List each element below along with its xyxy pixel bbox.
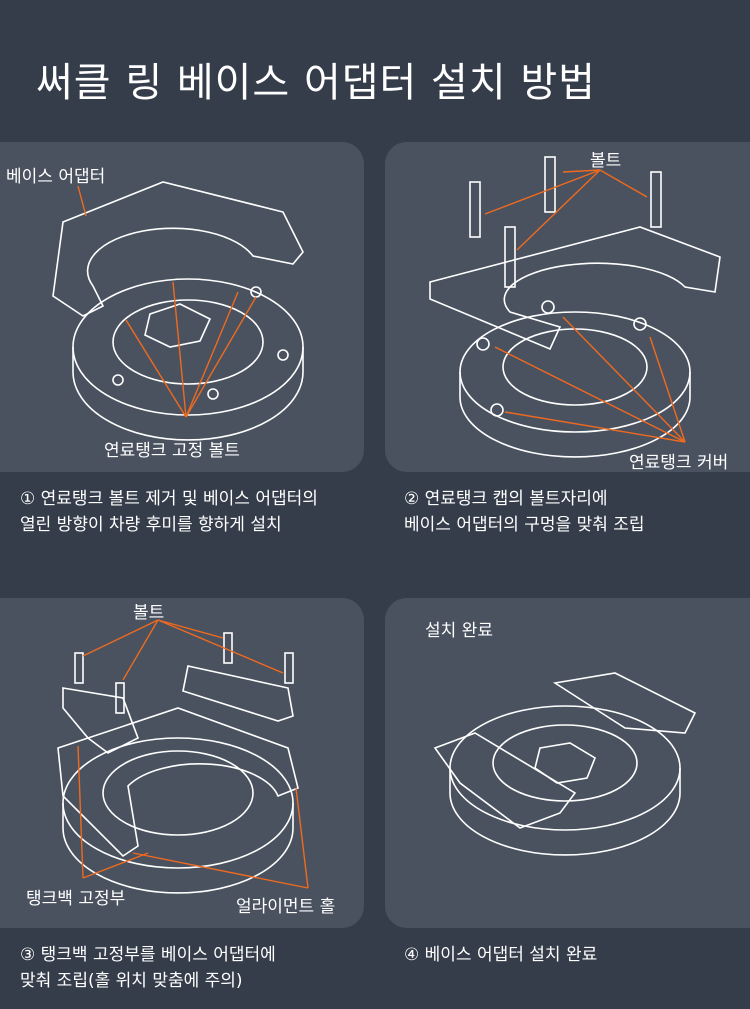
label-alignment-hole: 얼라이먼트 홀 (236, 897, 336, 917)
caption-line: 맞춰 조립(홀 위치 맞춤에 주의) (20, 971, 243, 991)
caption-line: 열린 방향이 차량 후미를 향하게 설치 (20, 515, 282, 535)
step2-illustration: 볼트 연료탱크 커버 (385, 142, 750, 472)
page-title: 써클 링 베이스 어댑터 설치 방법 (36, 60, 596, 106)
caption-line: ② 연료탱크 캡의 볼트자리에 (404, 489, 608, 509)
step3-illustration: 볼트 탱크백 고정부 얼라이먼트 홀 (0, 598, 364, 928)
label-bolt: 볼트 (590, 151, 622, 171)
caption-line: ③ 탱크백 고정부를 베이스 어댑터에 (20, 945, 276, 965)
installed-adapter-drawing (433, 672, 697, 856)
ring-adapter-bolts-drawing (429, 156, 721, 458)
tankbag-mount-drawing (57, 619, 309, 894)
label-tankbag-mount: 탱크백 고정부 (26, 889, 126, 909)
label-base-adapter: 베이스 어댑터 (6, 167, 106, 187)
label-fuel-tank-bolts: 연료탱크 고정 볼트 (104, 441, 240, 461)
caption-line: ④ 베이스 어댑터 설치 완료 (404, 945, 598, 965)
step1-illustration: 베이스 어댑터 연료탱크 고정 볼트 (0, 142, 364, 472)
caption-line: 베이스 어댑터의 구멍을 맞춰 조립 (404, 515, 645, 535)
caption-line: ① 연료탱크 볼트 제거 및 베이스 어댑터의 (20, 489, 318, 509)
step4-caption: ④ 베이스 어댑터 설치 완료 (404, 942, 597, 968)
label-fuel-tank-cover: 연료탱크 커버 (629, 453, 729, 472)
ring-adapter-drawing (52, 181, 304, 441)
step4-illustration: 설치 완료 (385, 598, 750, 928)
label-installed: 설치 완료 (425, 621, 493, 641)
label-bolt: 볼트 (133, 603, 165, 623)
